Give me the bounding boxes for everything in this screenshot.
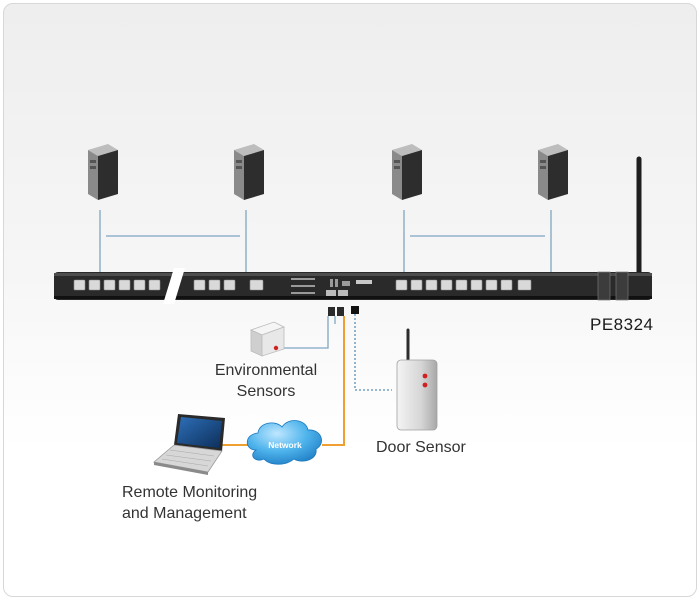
- connection-diagram: Network: [54, 144, 652, 475]
- diagram-frame: Network Environmental Sensors Door Senso…: [3, 3, 697, 597]
- remote-line-1: Remote Monitoring: [122, 484, 258, 501]
- server-icon: [88, 144, 118, 200]
- sensor-ports: [328, 306, 359, 316]
- environmental-sensors-label: Environmental Sensors: [208, 360, 324, 402]
- model-label: PE8324: [590, 315, 654, 334]
- door-sensor-label: Door Sensor: [376, 439, 466, 456]
- laptop-icon: [153, 414, 225, 475]
- network-label: Network: [268, 440, 302, 450]
- server-links: [99, 210, 552, 276]
- door-sensor-link: [354, 314, 392, 391]
- environmental-sensor-icon: [249, 321, 286, 357]
- network-link: [322, 316, 345, 446]
- environmental-sensors-line-2: Sensors: [236, 383, 296, 400]
- remote-management-label: Remote Monitoring and Management: [122, 482, 257, 524]
- server-icon: [234, 144, 264, 200]
- remote-line-2: and Management: [122, 505, 247, 522]
- server-icon: [392, 144, 422, 200]
- environmental-sensors-line-1: Environmental: [214, 362, 318, 379]
- server-icon: [538, 144, 568, 200]
- pdu-bar: [54, 268, 652, 304]
- network-cloud-icon: Network: [246, 420, 322, 465]
- door-sensor-icon: [396, 328, 438, 431]
- environmental-sensor-link: [282, 316, 329, 349]
